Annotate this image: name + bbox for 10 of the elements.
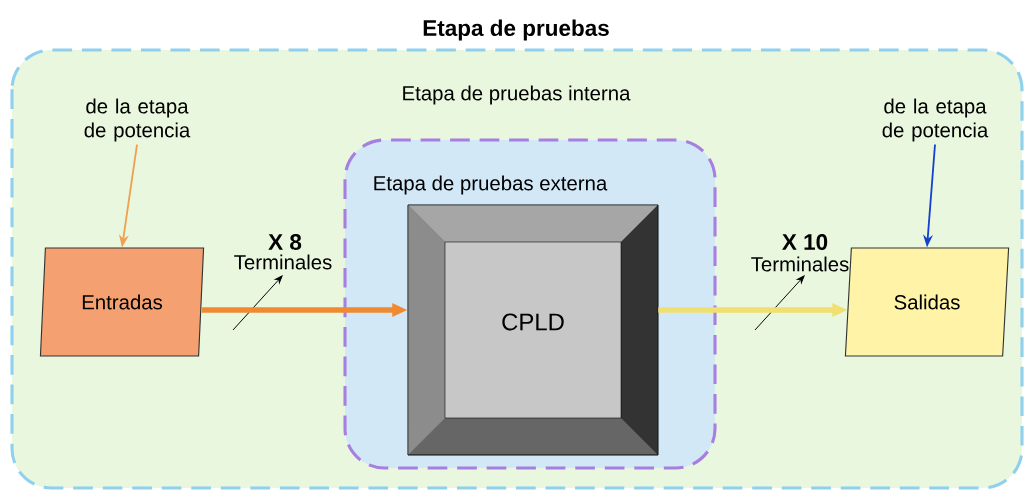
chip-box: CPLD — [407, 204, 659, 456]
region-label: Etapa de pruebas interna — [403, 85, 631, 105]
diagram-title: Etapa de pruebas — [423, 19, 609, 41]
io-parallelogram: Entradas — [39, 247, 205, 357]
bus-label: Terminales — [234, 254, 332, 270]
source-label: de la etapa de potencia — [882, 98, 989, 142]
edge-label: X 10 — [782, 234, 828, 250]
region-label: Etapa de pruebas externa — [374, 175, 608, 195]
source-label: de la etapa de potencia — [84, 98, 191, 142]
edge-label: X 8 — [268, 234, 302, 250]
